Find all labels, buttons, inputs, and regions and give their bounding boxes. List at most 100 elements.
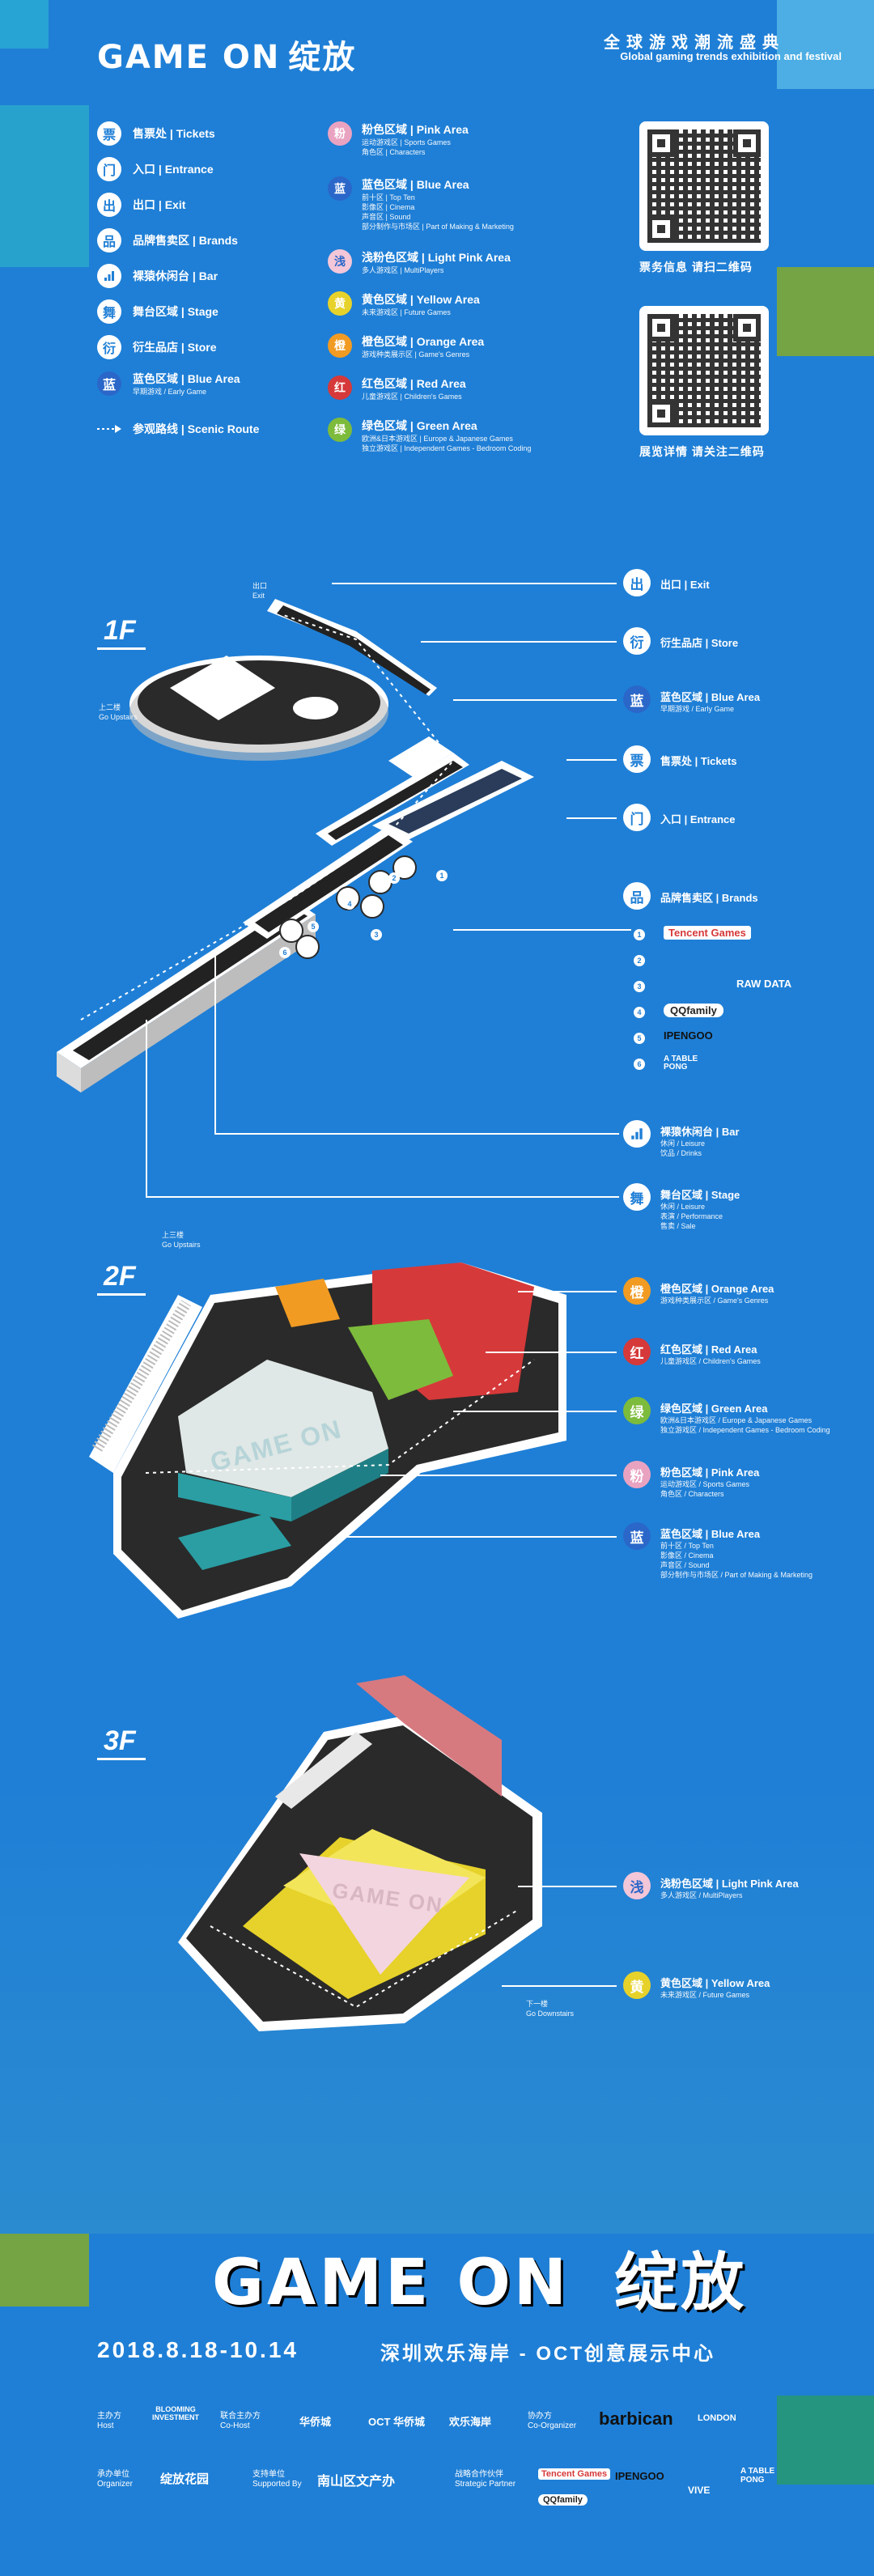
callout-green-area: 绿 绿色区域 | Green Area 欧洲&日本游戏区 / Europe & … bbox=[623, 1397, 830, 1435]
credit-logo: LONDON bbox=[698, 2413, 736, 2423]
callout-sub: 游戏种类展示区 / Game's Genres bbox=[660, 1296, 769, 1305]
footer-logo-cn: 绽放 bbox=[614, 2247, 748, 2319]
footer-logo-text: GAME ON bbox=[212, 2247, 571, 2319]
credit-logo: BLOOMING INVESTMENT bbox=[151, 2405, 199, 2421]
brand-logo: QQfamily bbox=[664, 1004, 723, 1017]
exit-small-label: 出口 Exit bbox=[252, 582, 268, 600]
brand-logo: RAW DATA bbox=[736, 978, 792, 990]
stage-icon: 舞 bbox=[97, 299, 121, 324]
qr-exhibition[interactable]: 展览详情 请关注二维码 bbox=[639, 306, 769, 460]
blue-area-icon: 蓝 bbox=[623, 1522, 651, 1550]
downstairs-label: 下一楼 Go Downstairs bbox=[526, 2000, 575, 2018]
area-item-red: 红 红色区域 | Red Area 儿童游戏区 | Children's Gam… bbox=[328, 376, 466, 401]
green-area-icon: 绿 bbox=[623, 1397, 651, 1424]
callout-label: 入口 | Entrance bbox=[660, 813, 736, 825]
legend-item-blue-area: 蓝 蓝色区域 | Blue Area 早期游戏 / Early Game bbox=[97, 371, 240, 397]
legend-item-bar: 裸猿休闲台 | Bar bbox=[97, 264, 218, 288]
callout-line bbox=[518, 1291, 617, 1292]
callout-orange-area: 橙 橙色区域 | Orange Area 游戏种类展示区 / Game's Ge… bbox=[623, 1277, 774, 1305]
area-sub: 声音区 | Sound bbox=[362, 213, 411, 221]
callout-bar: 裸猿休闲台 | Bar 休闲 / Leisure 饮品 / Drinks bbox=[623, 1120, 740, 1158]
orange-area-icon: 橙 bbox=[328, 333, 352, 358]
credit-label: 主办方 Host bbox=[97, 2412, 121, 2430]
credit-logo: IPENGOO bbox=[615, 2470, 664, 2482]
credit-logo: 绽放花园 bbox=[160, 2472, 210, 2486]
legend-sub: 早期游戏 / Early Game bbox=[133, 388, 207, 396]
callout-label: 浅粉色区域 | Light Pink Area bbox=[660, 1878, 799, 1890]
area-item-pink: 粉 粉色区域 | Pink Area 运动游戏区 | Sports Games … bbox=[328, 121, 469, 157]
blue-area-icon: 蓝 bbox=[623, 685, 651, 713]
callout-label: 蓝色区域 | Blue Area bbox=[660, 1528, 761, 1540]
callout-label: 粉色区域 | Pink Area bbox=[660, 1466, 760, 1479]
area-sub: 前十区 | Top Ten bbox=[362, 193, 415, 202]
credit-logo: 华侨城 bbox=[299, 2416, 332, 2428]
yellow-area-icon: 黄 bbox=[623, 1971, 651, 1999]
qr-tickets[interactable]: 票务信息 请扫二维码 bbox=[639, 121, 769, 275]
area-item-orange: 橙 橙色区域 | Orange Area 游戏种类展示区 | Game's Ge… bbox=[328, 333, 484, 359]
route-icon bbox=[97, 424, 121, 434]
callout-line bbox=[214, 955, 216, 1135]
area-sub: 角色区 | Characters bbox=[362, 148, 426, 156]
callout-sub: 儿童游戏区 / Children's Games bbox=[660, 1357, 761, 1365]
tickets-icon: 票 bbox=[623, 745, 651, 773]
light-pink-area-icon: 浅 bbox=[623, 1872, 651, 1899]
red-area-icon: 红 bbox=[623, 1338, 651, 1365]
callout-store: 衍 衍生品店 | Store bbox=[623, 627, 738, 655]
brand-number: 3 bbox=[634, 981, 645, 992]
bg-tile bbox=[777, 2396, 874, 2485]
callout-label: 出口 | Exit bbox=[660, 579, 710, 591]
callout-red-area: 红 红色区域 | Red Area 儿童游戏区 / Children's Gam… bbox=[623, 1338, 761, 1366]
legend-item-route: 参观路线 | Scenic Route bbox=[97, 421, 259, 437]
area-label: 橙色区域 | Orange Area bbox=[362, 335, 485, 348]
pink-area-icon: 粉 bbox=[328, 121, 352, 146]
callout-line bbox=[566, 759, 617, 761]
brands-icon: 品 bbox=[623, 882, 651, 910]
brand-logo: A TABLE PONG bbox=[664, 1055, 698, 1072]
callout-sub: 休闲 / Leisure 表演 / Performance 售卖 / Sale bbox=[660, 1203, 723, 1230]
area-sub: 运动游戏区 | Sports Games bbox=[362, 138, 451, 146]
callout-sub: 早期游戏 / Early Game bbox=[660, 705, 735, 713]
area-label: 红色区域 | Red Area bbox=[362, 377, 466, 390]
callout-label: 品牌售卖区 | Brands bbox=[660, 892, 758, 904]
callout-line bbox=[453, 699, 617, 701]
area-item-yellow: 黄 黄色区域 | Yellow Area 未来游戏区 | Future Game… bbox=[328, 291, 480, 317]
callout-line bbox=[214, 1133, 619, 1135]
area-sub: 欧洲&日本游戏区 | Europe & Japanese Games bbox=[362, 435, 513, 443]
bar-icon bbox=[623, 1120, 651, 1148]
brand-number: 1 bbox=[634, 929, 645, 940]
legend-item-brands: 品 品牌售卖区 | Brands bbox=[97, 228, 238, 253]
qr-caption: 票务信息 请扫二维码 bbox=[639, 261, 753, 274]
upstairs-label: 上二楼 Go Upstairs bbox=[99, 703, 138, 721]
floor-divider bbox=[97, 647, 146, 650]
brand-number: 2 bbox=[634, 955, 645, 966]
brand-number: 5 bbox=[634, 1033, 645, 1044]
brand-number: 1 bbox=[436, 870, 448, 881]
legend-label: 衍生品店 | Store bbox=[133, 341, 217, 354]
credit-label: 承办单位 Organizer bbox=[97, 2470, 133, 2489]
legend-item-store: 衍 衍生品店 | Store bbox=[97, 335, 216, 359]
callout-line bbox=[421, 641, 617, 643]
floor-1-label: 1F bbox=[104, 615, 136, 646]
brands-icon: 品 bbox=[97, 228, 121, 253]
area-item-green: 绿 绿色区域 | Green Area 欧洲&日本游戏区 | Europe & … bbox=[328, 418, 531, 453]
light-pink-area-icon: 浅 bbox=[328, 249, 352, 274]
callout-line bbox=[453, 1411, 617, 1412]
entrance-icon: 门 bbox=[623, 804, 651, 831]
blue-area-icon: 蓝 bbox=[328, 176, 352, 201]
bar-icon bbox=[97, 264, 121, 288]
callout-line bbox=[518, 1886, 617, 1887]
qr-code bbox=[639, 121, 769, 251]
brand-number: 6 bbox=[634, 1059, 645, 1070]
tickets-icon: 票 bbox=[97, 121, 121, 146]
area-item-light-pink: 浅 浅粉色区域 | Light Pink Area 多人游戏区 | MultiP… bbox=[328, 249, 511, 275]
brand-number: 2 bbox=[388, 872, 400, 884]
callout-yellow-area: 黄 黄色区域 | Yellow Area 未来游戏区 / Future Game… bbox=[623, 1971, 770, 2000]
area-item-blue: 蓝 蓝色区域 | Blue Area 前十区 | Top Ten 影像区 | C… bbox=[328, 176, 514, 231]
red-area-icon: 红 bbox=[328, 376, 352, 400]
brand-number-markers bbox=[279, 855, 417, 959]
callout-sub: 多人游戏区 / MultiPlayers bbox=[660, 1891, 743, 1899]
credit-label: 协办方 Co-Organizer bbox=[528, 2412, 577, 2430]
area-label: 粉色区域 | Pink Area bbox=[362, 123, 469, 136]
callout-label: 蓝色区域 | Blue Area bbox=[660, 691, 761, 703]
